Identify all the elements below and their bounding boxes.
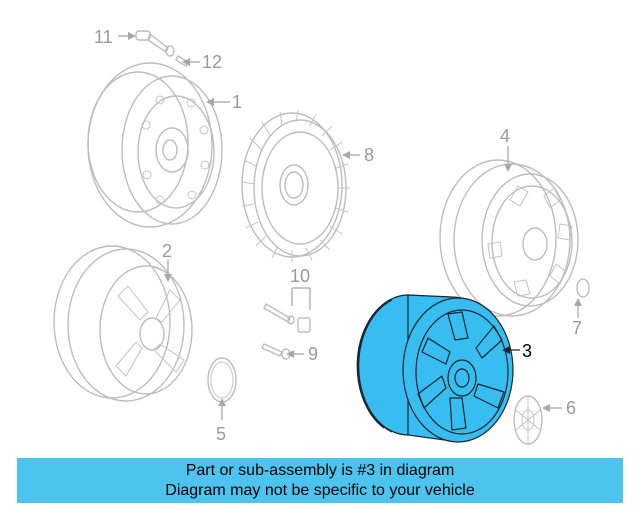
center-cap-part-6[interactable] [513, 395, 543, 445]
info-banner: Part or sub-assembly is #3 in diagram Di… [17, 458, 623, 503]
callout-leaders [164, 98, 582, 420]
callout-label-10: 10 [290, 266, 310, 286]
alloy-wheel-part-4[interactable] [439, 159, 579, 317]
callout-label-9: 9 [308, 344, 318, 364]
callout-label-11: 11 [94, 27, 113, 47]
valve-cap-part-12[interactable] [175, 55, 200, 67]
wheel-cover-part-8[interactable] [241, 109, 350, 262]
valve-stem-part-11[interactable] [118, 30, 175, 57]
lug-bolt-part-10[interactable] [263, 287, 311, 333]
callout-label-3: 3 [522, 341, 532, 361]
lug-nut-part-9[interactable] [261, 343, 291, 360]
callout-label-5: 5 [216, 424, 226, 444]
banner-line-1: Part or sub-assembly is #3 in diagram [185, 461, 455, 479]
callout-label-6: 6 [566, 398, 576, 418]
callout-label-2: 2 [162, 241, 172, 261]
banner-line-2: Diagram may not be specific to your vehi… [165, 481, 475, 499]
center-cap-part-5[interactable] [207, 357, 237, 403]
callout-label-12: 12 [202, 52, 222, 72]
callout-label-1: 1 [232, 92, 242, 112]
valve-part-7[interactable] [576, 278, 590, 298]
callout-label-7: 7 [572, 318, 582, 338]
steel-wheel-part-1[interactable] [87, 62, 223, 228]
callout-label-8: 8 [364, 145, 374, 165]
alloy-wheel-part-3-highlighted[interactable] [356, 294, 514, 443]
alloy-wheel-part-2[interactable] [53, 245, 193, 402]
callout-label-4: 4 [500, 126, 510, 146]
